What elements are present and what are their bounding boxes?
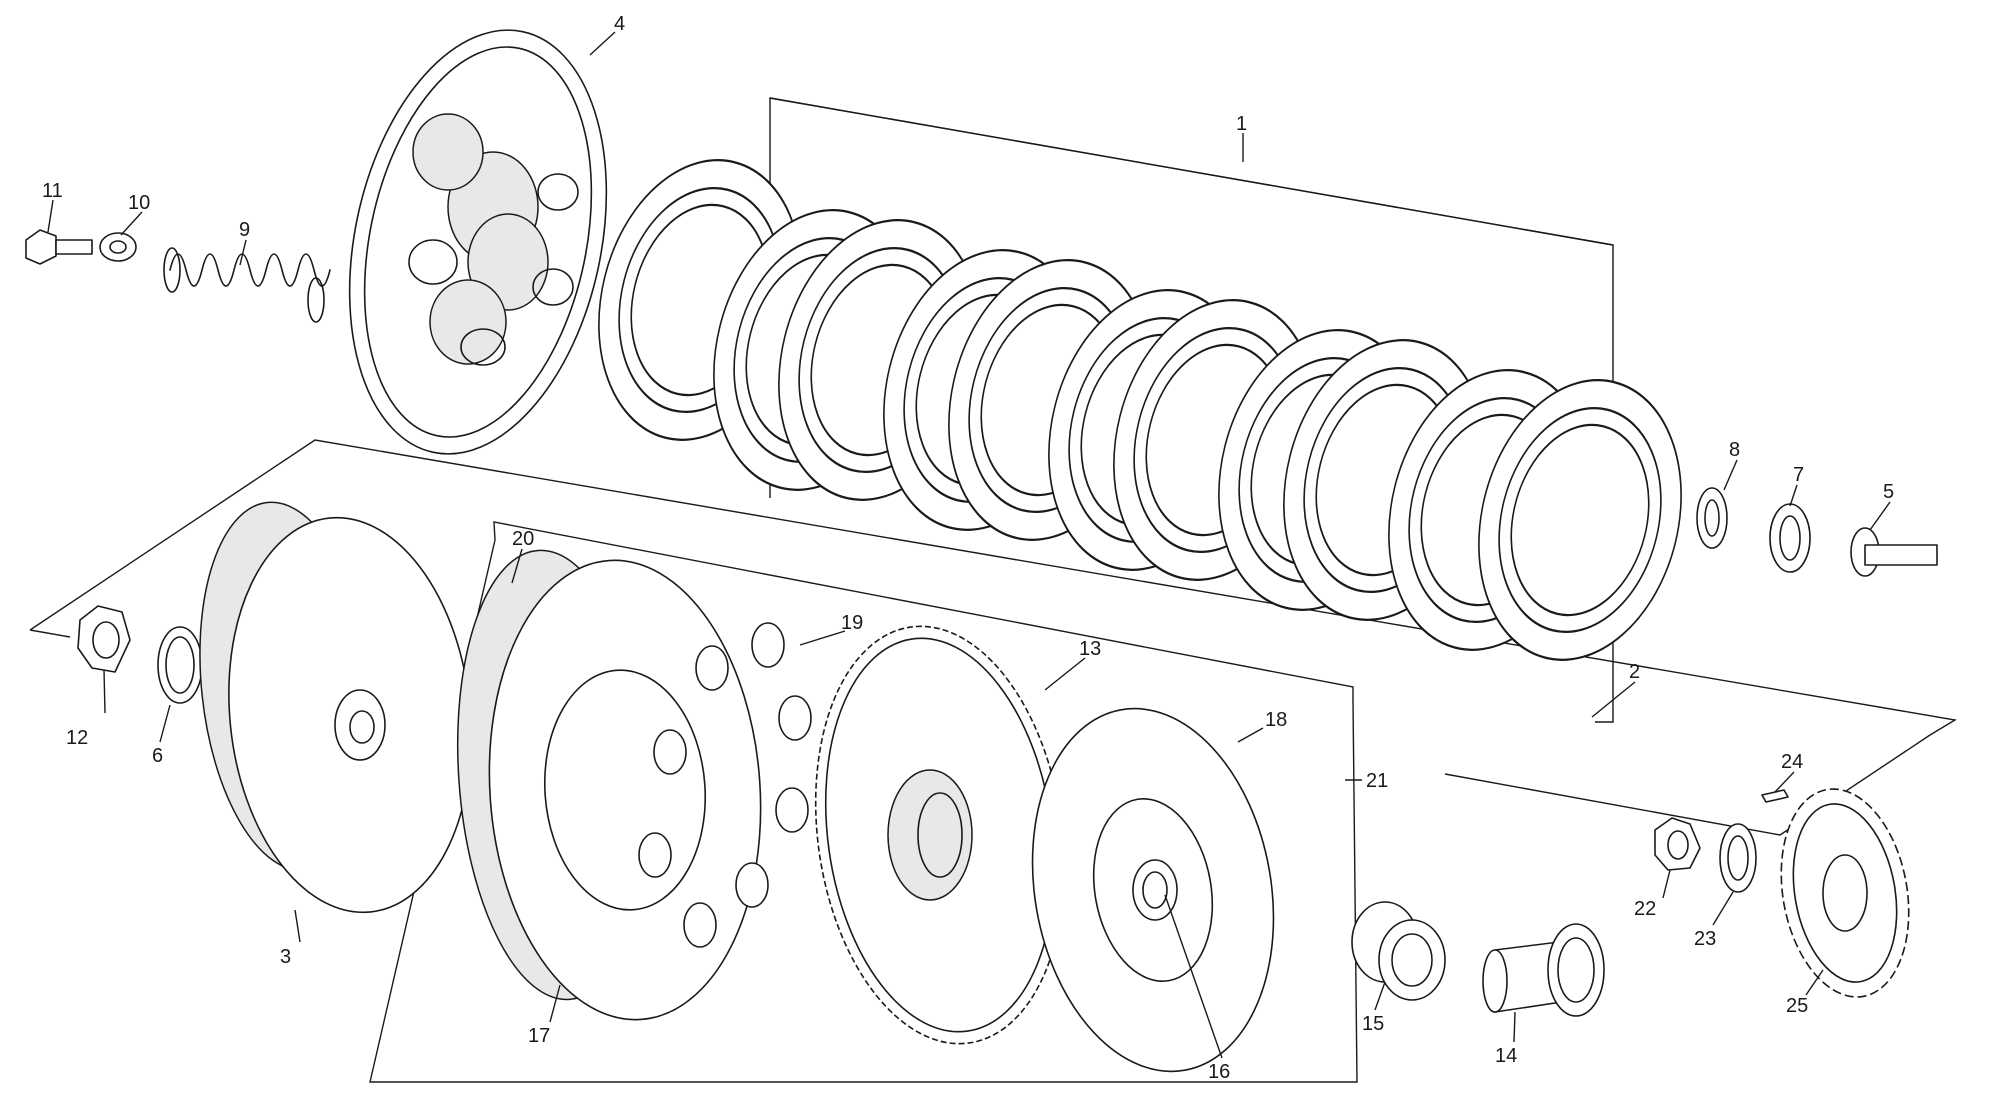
callout-19: 19 — [841, 612, 863, 634]
assembly-frame-shaft-group — [29, 439, 1957, 836]
assembly-frame-basket — [369, 521, 1358, 1083]
pressure-plate-part — [348, 29, 608, 455]
leader-lines — [47, 31, 1891, 1059]
callout-12: 12 — [66, 727, 88, 749]
callout-15: 15 — [1362, 1013, 1384, 1035]
friction-plate-part — [1031, 707, 1275, 1073]
needle-bearing-part — [1351, 901, 1446, 1001]
washer-part-6 — [157, 626, 203, 704]
callout-11: 11 — [42, 180, 63, 202]
callout-18: 18 — [1265, 709, 1287, 731]
callout-22: 22 — [1634, 898, 1656, 920]
bush-part — [1482, 923, 1605, 1017]
callout-20: 20 — [512, 528, 534, 550]
callout-7: 7 — [1793, 464, 1804, 486]
callout-17: 17 — [528, 1025, 550, 1047]
callout-labels: 1 2 3 4 5 6 7 8 9 10 11 12 13 14 15 16 1… — [42, 13, 1894, 1083]
callout-23: 23 — [1694, 928, 1716, 950]
key-part — [1761, 789, 1789, 803]
hex-nut-part — [77, 605, 131, 673]
callout-25: 25 — [1786, 995, 1808, 1017]
callout-21: 21 — [1366, 770, 1388, 792]
pinion-gear-part — [1780, 788, 1910, 998]
washer-part-8 — [1696, 487, 1728, 549]
washer-part-23 — [1719, 823, 1757, 893]
damper-rubbers-part — [638, 622, 812, 948]
callout-1: 1 — [1236, 113, 1247, 135]
callout-24: 24 — [1781, 751, 1803, 773]
spring-part — [163, 247, 331, 323]
nut-part-22 — [1654, 817, 1701, 871]
pushrod-part — [1850, 527, 1938, 577]
callout-5: 5 — [1883, 481, 1894, 503]
callout-14: 14 — [1495, 1045, 1517, 1067]
callout-8: 8 — [1729, 439, 1740, 461]
callout-4: 4 — [614, 13, 625, 35]
callout-2: 2 — [1629, 661, 1640, 683]
spring-cup-part — [99, 232, 137, 262]
primary-gear-drum-part — [199, 501, 472, 914]
clutch-basket-part — [456, 549, 762, 1021]
thrust-bearing-part — [1769, 503, 1811, 573]
callout-3: 3 — [280, 946, 291, 968]
clutch-disc-pack-part — [569, 137, 1711, 683]
bolt-part — [25, 229, 93, 265]
callout-13: 13 — [1079, 638, 1101, 660]
driven-gear-part — [814, 625, 1066, 1045]
callout-6: 6 — [152, 745, 163, 767]
callout-10: 10 — [128, 192, 150, 214]
callout-9: 9 — [239, 219, 250, 241]
callout-16: 16 — [1208, 1061, 1230, 1083]
